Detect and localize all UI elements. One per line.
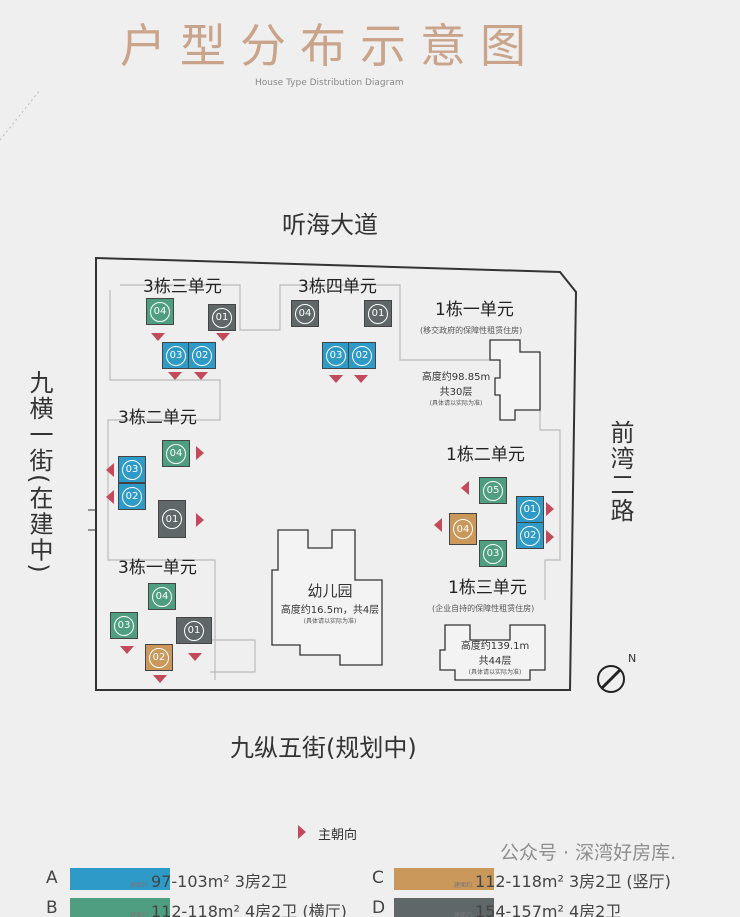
orientation-arrow-icon (329, 375, 343, 383)
building-note: (企业自持的保障性租赁住房) (432, 604, 535, 613)
unit-tile: 03 (110, 612, 138, 639)
unit-tile: 04 (148, 583, 176, 610)
building-label: 1栋二单元 (446, 445, 525, 465)
watermark: 公众号 · 深湾好房库. (500, 842, 677, 864)
unit-tile: 03 (479, 540, 507, 567)
orientation-arrow-icon (461, 481, 469, 495)
building-label: 1栋一单元 (435, 300, 514, 320)
orientation-arrow-icon (434, 518, 442, 532)
building-info: 高度约139.1m 共44层 (具体请以实际为准) (460, 641, 530, 676)
unit-tile: 02 (118, 483, 146, 510)
unit-tile: 01 (364, 300, 392, 327)
orientation-arrow-icon (196, 513, 204, 527)
unit-tile: 04 (146, 298, 174, 325)
orientation-arrow-icon (188, 653, 202, 661)
building-label: 1栋三单元 (448, 578, 527, 598)
building-label: 3栋一单元 (118, 558, 197, 578)
unit-tile: 04 (291, 300, 319, 327)
compass-north-label: N (628, 652, 637, 665)
legend-letter: C (372, 868, 384, 888)
orientation-arrow-icon (168, 372, 182, 380)
legend-letter: B (46, 898, 58, 917)
unit-tile: 01 (208, 304, 236, 331)
unit-tile: 05 (479, 477, 507, 504)
legend-swatch-a (70, 868, 170, 890)
orientation-arrow-icon (216, 333, 230, 341)
legend-swatch-d (394, 898, 494, 917)
building-label: 3栋二单元 (118, 408, 197, 428)
unit-tile: 04 (162, 440, 190, 467)
orientation-arrow-icon (120, 646, 134, 654)
road-west: 九横一街(在建中) (25, 370, 53, 575)
orientation-arrow-icon (151, 333, 165, 341)
page-subtitle: House Type Distribution Diagram (255, 78, 404, 88)
legend-letter: D (372, 898, 386, 917)
orientation-arrow-icon (196, 446, 204, 460)
legend-orientation-label: 主朝向 (318, 828, 358, 843)
page-title: 户型分布示意图 (120, 19, 540, 73)
unit-tile: 02 (516, 522, 544, 549)
building-label: 3栋四单元 (298, 277, 377, 297)
orientation-arrow-icon (354, 375, 368, 383)
unit-tile: 02 (145, 644, 173, 671)
unit-tile: 01 (516, 496, 544, 523)
road-east: 前湾二路 (606, 420, 634, 524)
unit-tile: 02 (188, 342, 216, 369)
kindergarten-info: 幼儿园 高度约16.5m，共4层 (具体请以实际为准) (280, 582, 380, 625)
orientation-arrow-icon (106, 463, 114, 477)
building-label: 3栋三单元 (143, 277, 222, 297)
unit-tile: 04 (449, 513, 477, 545)
orientation-arrow-icon (106, 490, 114, 504)
legend-swatch-b (70, 898, 170, 917)
orientation-arrow-icon (194, 372, 208, 380)
road-south: 九纵五街(规划中) (230, 734, 417, 762)
unit-tile: 03 (322, 342, 350, 369)
road-north: 听海大道 (282, 211, 378, 239)
orientation-arrow-icon (546, 530, 554, 544)
unit-tile: 02 (348, 342, 376, 369)
building-info: 高度约98.85m 共30层 (具体请以实际为准) (421, 372, 491, 407)
orientation-arrow-icon (546, 502, 554, 516)
unit-tile: 03 (118, 456, 146, 483)
building-note: (移交政府的保障性租赁住房) (420, 326, 523, 335)
legend-letter: A (46, 868, 58, 888)
compass-icon (597, 665, 625, 693)
unit-tile: 03 (162, 342, 190, 369)
orientation-arrow-icon (153, 675, 167, 683)
unit-tile: 01 (158, 500, 186, 538)
orientation-arrow-icon (298, 825, 306, 839)
unit-tile: 01 (176, 617, 212, 644)
site-boundary (95, 256, 578, 691)
legend-swatch-c (394, 868, 494, 890)
